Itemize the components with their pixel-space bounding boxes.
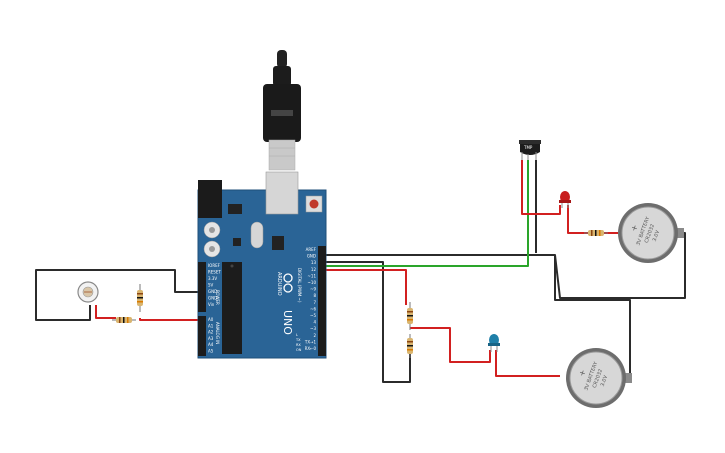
board-led-label: L — [296, 333, 298, 337]
wire-red-analog[interactable] — [139, 318, 198, 321]
brand-label: ARDUINO — [276, 272, 282, 296]
digital-pin-label: ~11 — [308, 273, 317, 278]
power-pin-label: Vin — [208, 302, 215, 307]
battery-2-text-3: 3.0V — [600, 374, 610, 387]
analog-pin-label: A3 — [208, 336, 214, 341]
led-red[interactable] — [559, 191, 571, 208]
analog-pin-label: A0 — [208, 317, 214, 322]
power-header-label: POWER — [215, 290, 220, 305]
wire-red-led-top[interactable] — [567, 205, 590, 234]
power-jack — [198, 180, 222, 218]
usb-cable[interactable] — [263, 50, 301, 171]
resistor-led-top[interactable] — [584, 230, 608, 236]
power-pin-label: RESET — [208, 270, 221, 275]
digital-pin-label: 7 — [313, 300, 316, 305]
analog-pin-label: A2 — [208, 330, 214, 335]
resistor-divider-bottom[interactable] — [407, 334, 413, 358]
power-header — [198, 262, 206, 312]
board-led-label: RX — [296, 343, 301, 347]
model-label: UNO — [281, 310, 294, 335]
digital-pin-label: TX→1 — [304, 339, 317, 344]
wire-black-ground-right[interactable] — [320, 254, 631, 378]
wire-black-photoresistor-loop[interactable] — [35, 269, 198, 321]
wire-red-divider[interactable] — [410, 327, 491, 363]
digital-pin-label: ~5 — [310, 313, 316, 318]
board-led-label: ON — [296, 348, 302, 352]
digital-pin-label: ~3 — [310, 326, 316, 331]
power-pin-label: IOREF — [208, 263, 221, 268]
analog-pin-label: A5 — [208, 349, 214, 354]
wire-green-sensor-signal[interactable] — [320, 160, 529, 267]
wire-red-pin11[interactable] — [320, 269, 407, 305]
crystal — [250, 221, 264, 249]
digital-pin-label: ~10 — [308, 280, 317, 285]
analog-pin-label: A1 — [208, 323, 214, 328]
wire-red-photo-resistor[interactable] — [95, 305, 116, 319]
wire-red-sensor-power[interactable] — [521, 160, 561, 215]
arduino-logo — [283, 273, 293, 293]
digital-pin-label: ~9 — [310, 287, 316, 292]
digital-pin-label: GND — [307, 254, 316, 259]
temperature-sensor[interactable]: TMP — [519, 140, 541, 160]
digital-pin-label: 2 — [313, 333, 316, 338]
wires — [35, 160, 686, 383]
digital-pin-label: RX←0 — [305, 346, 317, 351]
digital-pin-label: 8 — [313, 293, 316, 298]
atmega-chip — [222, 262, 242, 354]
power-pin-label: 3.3V — [208, 276, 217, 281]
power-pin-label: GND — [208, 289, 217, 294]
analog-header — [198, 316, 206, 356]
board-led-label: TX — [295, 338, 301, 342]
power-pin-label: GND — [208, 296, 217, 301]
voltage-regulator — [228, 204, 242, 214]
battery-1-plus: + — [629, 223, 640, 232]
arduino-uno-board[interactable]: ARDUINO UNO POWER ANALOG IN DIGITAL (PWM… — [197, 171, 327, 359]
digital-pin-label: AREF — [306, 247, 317, 252]
usb-port — [265, 171, 299, 215]
led-blue[interactable] — [488, 334, 500, 352]
digital-pin-label: 12 — [311, 267, 317, 272]
wire-black-left-loop[interactable] — [320, 261, 411, 383]
analog-header-label: ANALOG IN — [215, 322, 220, 344]
digital-pin-label: ~6 — [310, 306, 316, 311]
analog-pin-label: A4 — [208, 342, 214, 347]
digital-pin-label: 13 — [311, 260, 317, 265]
wire-red-led-bottom[interactable] — [495, 350, 560, 377]
coin-battery-2[interactable]: 3V BATTERY CR2032 3.0V + — [566, 348, 632, 408]
photoresistor[interactable] — [77, 281, 99, 303]
digital-header — [318, 246, 326, 356]
coin-battery-1[interactable]: 3V BATTERY CR2032 3.0V + — [618, 203, 684, 263]
resistor-photo-horizontal[interactable] — [112, 317, 136, 323]
resistor-photo-vertical[interactable] — [137, 284, 143, 312]
pin-labels: IOREFRESET3.3V5VGNDGNDVinA0A1A2A3A4A5ARE… — [208, 247, 317, 354]
resistor-divider-top[interactable] — [407, 302, 413, 330]
battery-2-plus: + — [577, 368, 588, 377]
battery-1-text-3: 3.0V — [652, 229, 662, 242]
digital-pin-label: 4 — [313, 320, 316, 325]
digital-header-label: DIGITAL (PWM ~) — [297, 268, 302, 303]
power-pin-label: 5V — [208, 283, 214, 288]
sensor-label: TMP — [523, 145, 533, 150]
